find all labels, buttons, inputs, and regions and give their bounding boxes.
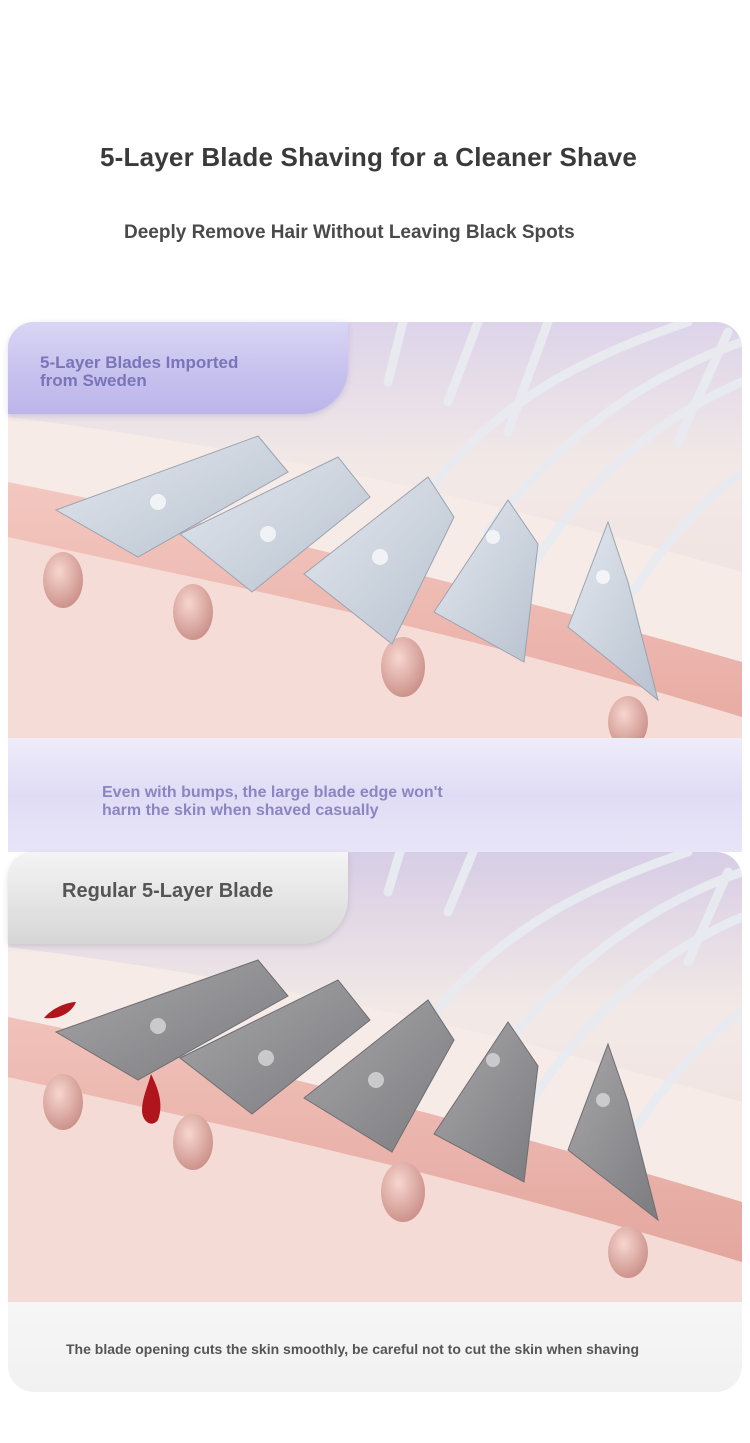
page-title: 5-Layer Blade Shaving for a Cleaner Shav…: [100, 142, 638, 172]
regular-blade-illustration: [8, 852, 742, 1302]
blood-drop-icon: [44, 1002, 161, 1124]
premium-caption-band: [8, 738, 742, 852]
regular-blade-tag: [8, 852, 348, 944]
blade-icon: [54, 959, 659, 1222]
blade-icon: [54, 435, 659, 702]
premium-caption: Even with bumps, the large blade edge wo…: [102, 784, 443, 819]
premium-blade-tag: [8, 322, 348, 414]
follicle-icon: [43, 1074, 648, 1278]
premium-blade-illustration: [8, 322, 742, 738]
regular-caption: The blade opening cuts the skin smoothly…: [66, 1341, 640, 1357]
follicle-icon: [43, 552, 648, 738]
regular-caption-band: [8, 1302, 742, 1392]
page-subtitle: Deeply Remove Hair Without Leaving Black…: [124, 222, 575, 243]
premium-blade-label: 5-Layer Blades Imported from Sweden: [40, 353, 239, 390]
regular-blade-label: Regular 5-Layer Blade: [62, 880, 274, 902]
